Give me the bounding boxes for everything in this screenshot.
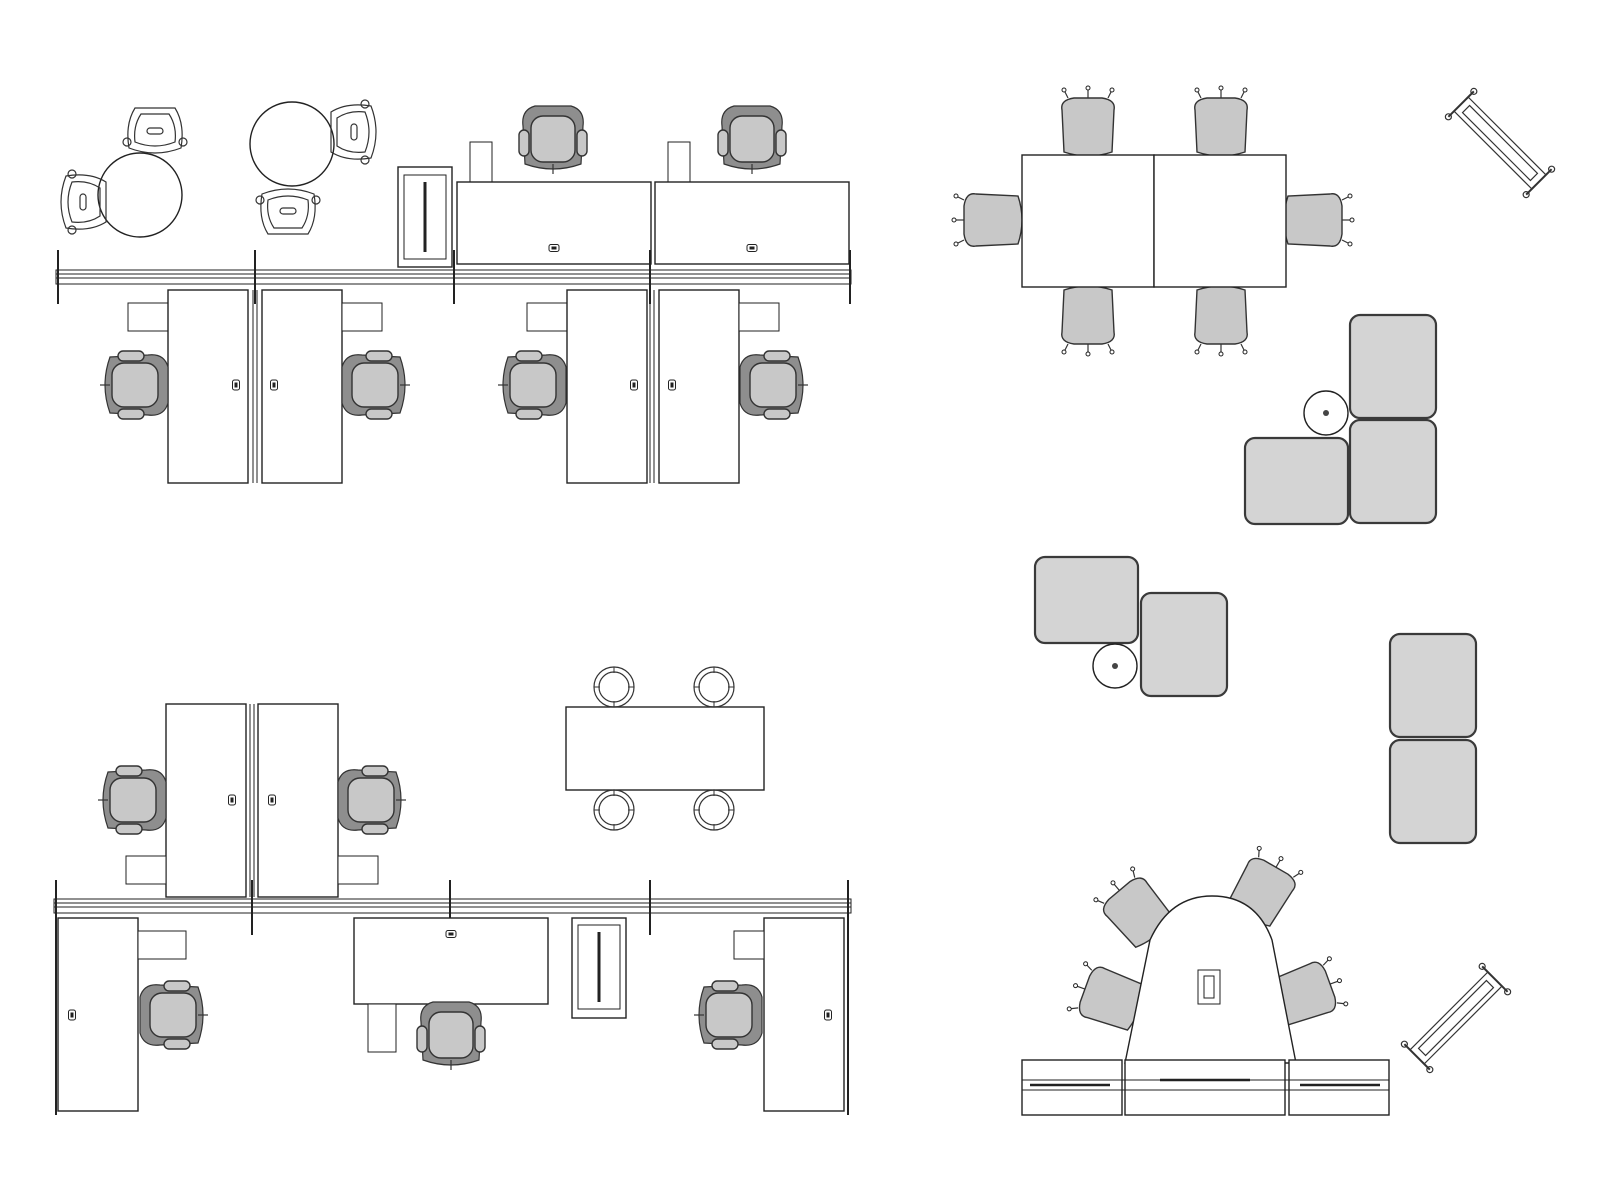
lounge-ottoman (1388, 738, 1478, 845)
credenza (1021, 1059, 1123, 1116)
drawer-unit (341, 302, 383, 332)
monitor-arm (667, 141, 691, 183)
task-chair (99, 350, 169, 420)
coat-rack (1399, 961, 1513, 1075)
grommet-icon (268, 794, 276, 806)
credenza (1124, 1059, 1286, 1116)
drawer-unit (367, 1003, 397, 1053)
stool (693, 666, 735, 708)
stacking-chair (122, 107, 188, 154)
drawer-unit (738, 302, 780, 332)
coat-rack (1443, 86, 1557, 200)
lounge-ottoman (1388, 632, 1478, 739)
task-chair (693, 980, 763, 1050)
task-chair (337, 765, 407, 835)
grommet-icon (232, 379, 240, 391)
grommet-icon (746, 244, 758, 252)
drawer-unit (137, 930, 187, 960)
grommet-icon (630, 379, 638, 391)
conference-chair (1283, 193, 1355, 247)
task-chair (139, 980, 209, 1050)
benching-zone-top (55, 99, 852, 484)
conference-chair (1061, 285, 1115, 357)
drawer-unit (125, 855, 167, 885)
huddle-zone (1021, 843, 1513, 1116)
monitor-arm (469, 141, 493, 183)
drawer-unit (526, 302, 568, 332)
conference-chair (1194, 85, 1248, 157)
grommet-icon (270, 379, 278, 391)
stool (593, 666, 635, 708)
meeting-table (1153, 154, 1287, 288)
grommet-icon (228, 794, 236, 806)
lounge-ottoman (1243, 436, 1350, 526)
drawer-unit (733, 930, 765, 960)
benching-zone-bottom (53, 666, 852, 1115)
round-cafe-table (97, 152, 183, 238)
conference-chair (951, 193, 1023, 247)
stacking-chair (330, 99, 377, 165)
task-chair (341, 350, 411, 420)
credenza (1288, 1059, 1390, 1116)
stool (693, 789, 735, 831)
stacking-chair (255, 188, 321, 235)
lounge-ottoman (1139, 591, 1229, 698)
task-chair (717, 105, 787, 175)
lounge-ottoman (1348, 313, 1438, 420)
drawer-unit (127, 302, 169, 332)
grommet-icon (668, 379, 676, 391)
task-chair (739, 350, 809, 420)
task-chair (97, 765, 167, 835)
grommet-icon (824, 1009, 832, 1021)
stool (593, 789, 635, 831)
task-chair (497, 350, 567, 420)
lounge-ottoman (1348, 418, 1438, 525)
task-chair (416, 1001, 486, 1071)
bench-spine-rail (53, 898, 852, 914)
conference-chair (1194, 285, 1248, 357)
conference-zone (951, 85, 1557, 357)
cafe-table (565, 706, 765, 791)
round-cafe-table (249, 101, 335, 187)
drawer-unit (337, 855, 379, 885)
lounge-zone (1033, 313, 1478, 845)
grommet-icon (548, 244, 560, 252)
grommet-icon (68, 1009, 76, 1021)
grommet-icon (445, 930, 457, 938)
conference-chair (1061, 85, 1115, 157)
meeting-table (1021, 154, 1155, 288)
lounge-ottoman (1033, 555, 1140, 645)
task-chair (518, 105, 588, 175)
